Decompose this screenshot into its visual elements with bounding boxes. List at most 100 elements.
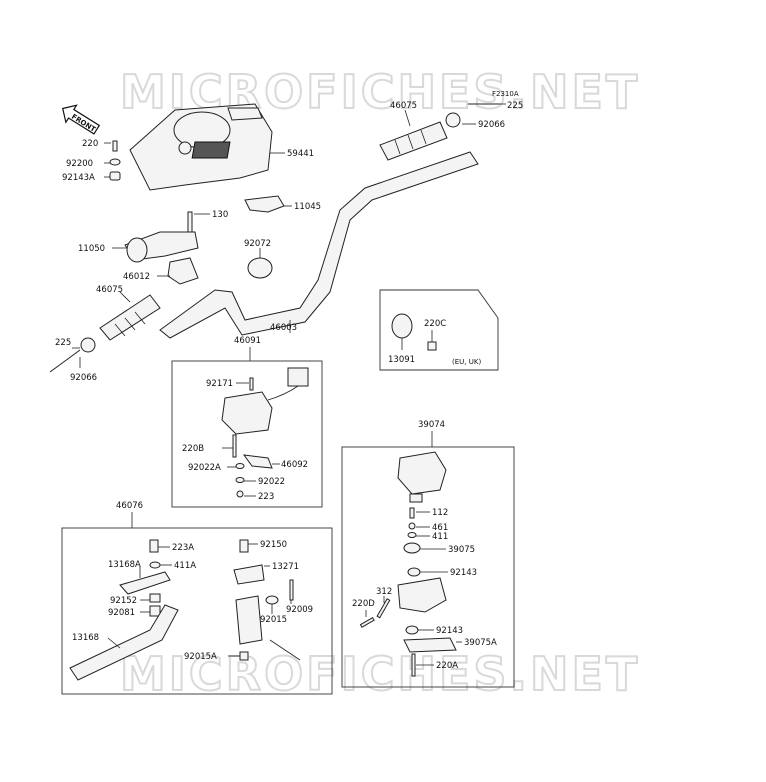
label-223: 223 [258, 492, 274, 502]
label-220D: 220D [352, 599, 375, 609]
screw-220C [427, 341, 437, 351]
part-461 [408, 522, 416, 530]
label-223A: 223A [172, 543, 194, 553]
label-39074: 39074 [418, 420, 445, 430]
part-92015 [265, 595, 279, 605]
screw-112 [409, 507, 415, 519]
label-130: 130 [212, 210, 228, 220]
front-arrow-icon: FRONT [61, 104, 101, 135]
handlebar-46003 [159, 151, 479, 339]
connector-46091 [287, 367, 309, 387]
label-92022A: 92022A [188, 463, 221, 473]
label-92015: 92015 [260, 615, 287, 625]
label-92143A: 92143A [62, 173, 95, 183]
label-225-right: 225 [507, 101, 523, 111]
screw-223A [149, 539, 159, 553]
label-13168A: 13168A [108, 560, 141, 570]
label-92171: 92171 [206, 379, 233, 389]
box-eu-uk [379, 289, 499, 371]
bracket-11045 [244, 195, 285, 213]
box-46091 [171, 360, 323, 508]
bolt-220A [411, 653, 416, 677]
label-46092: 46092 [281, 460, 308, 470]
grip-46075-left [99, 294, 161, 341]
label-92200: 92200 [66, 159, 93, 169]
plate-39075 [403, 542, 421, 554]
collar-92143-top [407, 567, 421, 577]
label-411A: 411A [174, 561, 196, 571]
label-92152: 92152 [110, 596, 137, 606]
label-59441: 59441 [287, 149, 314, 159]
weight-92066-left [80, 337, 96, 353]
label-39075A: 39075A [464, 638, 497, 648]
collar-92143A [109, 171, 121, 181]
label-92143-bottom: 92143 [436, 626, 463, 636]
label-92072: 92072 [244, 239, 271, 249]
note-eu-uk: (EU, UK) [452, 358, 481, 366]
meter-cover [129, 103, 273, 191]
label-46003: 46003 [270, 323, 297, 333]
part-13168A [119, 571, 171, 595]
clamp-46012 [167, 257, 199, 285]
screw-220D [359, 616, 375, 628]
part-92081 [149, 605, 161, 617]
bolt-130 [187, 211, 193, 233]
bracket-13271 [233, 564, 265, 585]
figure-code: F2310A [492, 90, 519, 98]
switch-housing-46091 [221, 391, 273, 435]
screw-220B [232, 434, 237, 458]
label-220: 220 [82, 139, 98, 149]
label-13168: 13168 [72, 633, 99, 643]
lever-39075A [403, 637, 457, 653]
washer-92022A [235, 463, 245, 469]
label-220B: 220B [182, 444, 204, 454]
label-13091: 13091 [388, 355, 415, 365]
weight-92066-right [445, 112, 461, 128]
label-220A: 220A [436, 661, 458, 671]
cover-39074 [397, 451, 447, 495]
bolt-220 [112, 140, 118, 152]
box-39074 [341, 446, 515, 688]
label-92143-top: 92143 [450, 568, 477, 578]
housing-39074 [397, 577, 447, 613]
screw-312 [376, 598, 391, 619]
washer-92022 [235, 477, 245, 483]
label-92150: 92150 [260, 540, 287, 550]
label-92081: 92081 [108, 608, 135, 618]
label-46076: 46076 [116, 501, 143, 511]
label-11050: 11050 [78, 244, 105, 254]
label-13271: 13271 [272, 562, 299, 572]
label-92009: 92009 [286, 605, 313, 615]
screw-92171 [249, 377, 254, 391]
clamp-92072 [247, 257, 273, 279]
box-46076 [61, 527, 333, 695]
label-461: 461 [432, 523, 448, 533]
watermark-bottom: MICROFICHES.NET [120, 647, 640, 701]
label-411: 411 [432, 532, 448, 542]
grip-46075-right [379, 121, 448, 161]
bolt-225-left [49, 349, 81, 373]
part-92009 [289, 579, 294, 601]
label-312: 312 [376, 587, 392, 597]
label-46012: 46012 [123, 272, 150, 282]
washer-411 [407, 532, 417, 538]
clip-39074 [409, 493, 423, 503]
washer-92200 [109, 158, 121, 166]
label-92022: 92022 [258, 477, 285, 487]
label-92066-right: 92066 [478, 120, 505, 130]
label-220C: 220C [424, 319, 446, 329]
part-13091 [391, 313, 413, 339]
label-39075: 39075 [448, 545, 475, 555]
switch-body [235, 595, 263, 645]
label-46091: 46091 [234, 336, 261, 346]
screw-92150 [239, 539, 249, 553]
lever-13168 [69, 604, 179, 681]
washer-411A [149, 561, 161, 569]
nut-223 [236, 490, 244, 498]
label-225-left: 225 [55, 338, 71, 348]
label-46075-left: 46075 [96, 285, 123, 295]
label-11045: 11045 [294, 202, 321, 212]
lever-46092 [242, 454, 273, 469]
label-92015A: 92015A [184, 652, 217, 662]
